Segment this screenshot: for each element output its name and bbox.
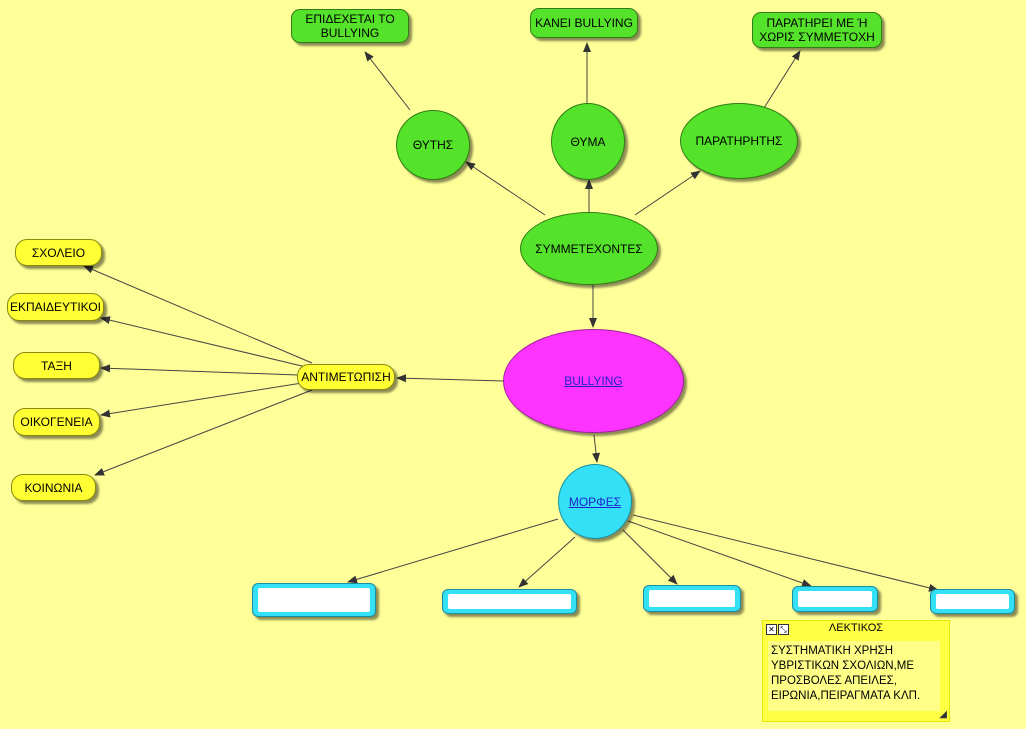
note-title: ΛΕΚΤΙΚΟΣ bbox=[828, 622, 884, 634]
morfi-box-5-field[interactable] bbox=[936, 594, 1009, 609]
morfi-box-4-field[interactable] bbox=[798, 591, 872, 607]
koinonia-label: ΚΟΙΝΩΝΙΑ bbox=[24, 480, 83, 495]
bullying-node[interactable]: BULLYING bbox=[503, 329, 684, 433]
edge-morfes-box4 bbox=[627, 520, 812, 587]
edge-symmetexontes-thytis bbox=[465, 161, 546, 216]
close-icon[interactable]: ✕ bbox=[766, 624, 777, 635]
ekpaideftikoi-node[interactable]: ΕΚΠΑΙΔΕΥΤΙΚΟΙ bbox=[7, 293, 104, 321]
edge-antimetopisi-ekpaideftikoi bbox=[100, 316, 307, 368]
oikogeneia-node[interactable]: ΟΙΚΟΓΕΝΕΙΑ bbox=[13, 408, 100, 436]
thyma-label: ΘΥΜΑ bbox=[570, 134, 606, 149]
koinonia-node[interactable]: ΚΟΙΝΩΝΙΑ bbox=[11, 474, 96, 501]
ekpaideftikoi-label: ΕΚΠΑΙΔΕΥΤΙΚΟΙ bbox=[9, 300, 101, 314]
paratirei-node[interactable]: ΠΑΡΑΤΗΡΕΙ ΜΕ Ή ΧΩΡΙΣ ΣΥΜΜΕΤΟΧΗ bbox=[752, 12, 882, 48]
morfi-box-3[interactable] bbox=[643, 585, 741, 612]
oikogeneia-label: ΟΙΚΟΓΕΝΕΙΑ bbox=[20, 415, 93, 429]
edge-morfes-box2 bbox=[518, 536, 576, 588]
edge-morfes-box3 bbox=[622, 529, 678, 585]
thyma-node[interactable]: ΘΥΜΑ bbox=[551, 103, 625, 180]
edge-antimetopisi-oikogeneia bbox=[100, 382, 303, 418]
resize-icon[interactable]: ⤡ bbox=[778, 624, 789, 635]
resize-grip-icon[interactable]: ◢ bbox=[939, 709, 947, 720]
morfes-node[interactable]: ΜΟΡΦΕΣ bbox=[558, 464, 632, 539]
kanei-node[interactable]: ΚΑΝΕΙ BULLYING bbox=[530, 8, 638, 38]
morfi-box-1[interactable] bbox=[252, 583, 376, 617]
edge-antimetopisi-taxi bbox=[100, 364, 299, 376]
sxoleio-label: ΣΧΟΛΕΙΟ bbox=[31, 245, 86, 260]
thytis-label: ΘΥΤΗΣ bbox=[412, 138, 454, 152]
edge-symmetexontes-paratiritis bbox=[634, 170, 701, 216]
symmetexontes-label: ΣΥΜΜΕΤΕΧΟΝΤΕΣ bbox=[535, 241, 643, 256]
morfi-box-2[interactable] bbox=[442, 589, 577, 614]
symmetexontes-node[interactable]: ΣΥΜΜΕΤΕΧΟΝΤΕΣ bbox=[520, 212, 658, 285]
edge-morfes-box1 bbox=[347, 518, 559, 584]
paratirei-label: ΠΑΡΑΤΗΡΕΙ ΜΕ Ή ΧΩΡΙΣ ΣΥΜΜΕΤΟΧΗ bbox=[759, 16, 875, 44]
edge-antimetopisi-sxoleio bbox=[83, 265, 313, 364]
edge-thytis-epidexetai bbox=[364, 51, 411, 111]
epidexetai-label: ΕΠΙΔΕΧΕΤΑΙ ΤΟ BULLYING bbox=[305, 12, 395, 40]
antimetopisi-label: ΑΝΤΙΜΕΤΩΠΙΣΗ bbox=[301, 370, 391, 384]
thytis-node[interactable]: ΘΥΤΗΣ bbox=[396, 110, 470, 180]
edge-bullying-morfes bbox=[592, 434, 600, 463]
taxi-label: ΤΑΞΗ bbox=[41, 358, 72, 373]
edge-morfes-box5 bbox=[632, 514, 939, 592]
edge-paratiritis-paratirei bbox=[763, 50, 801, 109]
paratiritis-node[interactable]: ΠΑΡΑΤΗΡΗΤΗΣ bbox=[680, 103, 798, 179]
kanei-label: ΚΑΝΕΙ BULLYING bbox=[535, 16, 633, 30]
edge-antimetopisi-koinonia bbox=[94, 389, 313, 476]
paratiritis-label: ΠΑΡΑΤΗΡΗΤΗΣ bbox=[695, 134, 783, 148]
morfi-box-3-field[interactable] bbox=[649, 590, 735, 607]
taxi-node[interactable]: ΤΑΞΗ bbox=[13, 352, 100, 379]
morfes-link[interactable]: ΜΟΡΦΕΣ bbox=[568, 494, 622, 509]
edge-bullying-antimetopisi bbox=[396, 374, 504, 383]
lektikos-note[interactable]: ✕ ⤡ ΛΕΚΤΙΚΟΣ ΣΥΣΤΗΜΑΤΙΚΗ ΧΡΗΣΗ ΥΒΡΙΣΤΙΚΩ… bbox=[762, 620, 950, 722]
epidexetai-node[interactable]: ΕΠΙΔΕΧΕΤΑΙ ΤΟ BULLYING bbox=[291, 9, 409, 43]
sxoleio-node[interactable]: ΣΧΟΛΕΙΟ bbox=[15, 239, 102, 266]
antimetopisi-node[interactable]: ΑΝΤΙΜΕΤΩΠΙΣΗ bbox=[297, 364, 395, 390]
morfi-box-1-field[interactable] bbox=[258, 588, 370, 612]
bullying-link[interactable]: BULLYING bbox=[564, 374, 623, 388]
note-body[interactable]: ΣΥΣΤΗΜΑΤΙΚΗ ΧΡΗΣΗ ΥΒΡΙΣΤΙΚΩΝ ΣΧΟΛΙΩΝ,ΜΕ … bbox=[768, 641, 940, 711]
morfi-box-2-field[interactable] bbox=[448, 594, 571, 609]
morfi-box-4[interactable] bbox=[792, 586, 878, 612]
morfi-box-5[interactable] bbox=[930, 589, 1015, 614]
